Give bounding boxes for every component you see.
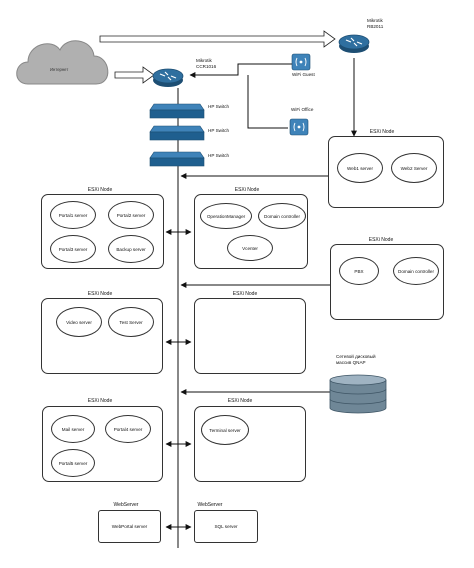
esxi-node: Video server Test Server (41, 298, 163, 374)
link-wifi-office (247, 75, 288, 129)
wifi-access-point-icon (291, 53, 311, 71)
webserver-app: WebPortal server (111, 524, 148, 529)
vm-ellipse: Portal1 server (50, 201, 96, 229)
node-title: ESXi Node (87, 187, 113, 193)
vm-ellipse: PBX (339, 257, 379, 285)
switch-icon (149, 125, 205, 141)
vm-ellipse: Portal5 server (51, 449, 95, 477)
router-rb-model: Mikrotik (367, 18, 383, 23)
switch-label: HP Switch (208, 153, 230, 158)
vm-ellipse: Backup server (108, 235, 154, 263)
node-title: ESXi Node (369, 129, 395, 135)
switch-icon (149, 151, 205, 167)
storage-label-line2: массив QNAP (336, 360, 366, 365)
webserver-title: WebServer (197, 502, 223, 508)
esxi-node: OperationManager Domain controller Vcent… (194, 194, 308, 269)
node-title: ESXi Node (234, 187, 260, 193)
vm-ellipse: Test Server (108, 307, 154, 337)
vm-ellipse: Portal4 server (105, 415, 151, 443)
storage-label-line1: Сетевой дисковый (336, 354, 376, 359)
webserver-app: SQL server (214, 524, 238, 529)
esxi-node: Web1 server Web2 Server (328, 136, 444, 208)
vm-ellipse: Domain controller (393, 257, 439, 285)
storage-array-icon (329, 374, 387, 414)
wifi-access-point-icon (289, 118, 309, 136)
node-title: ESXi Node (87, 291, 113, 297)
router-icon (338, 34, 370, 53)
webserver-box: SQL server (194, 510, 258, 543)
vm-ellipse: Portal3 server (50, 235, 96, 263)
router-icon (152, 68, 184, 87)
internet-to-ccr-arrow (114, 66, 155, 84)
vm-ellipse: Terminal server (201, 415, 249, 445)
node-title: ESXi Node (368, 237, 394, 243)
router-rb-name: RB2011 (367, 24, 384, 29)
vm-ellipse: Portal2 server (108, 201, 154, 229)
node-title: ESXi Node (232, 291, 258, 297)
esxi-node (194, 298, 306, 374)
wifi-guest-label: WiFi Guest (292, 72, 315, 77)
link-wifi-guest (189, 63, 292, 78)
vm-ellipse: Video server (56, 307, 102, 337)
esxi-node: PBX Domain controller (330, 244, 444, 320)
vm-ellipse: Vcenter (227, 235, 273, 261)
cloud-icon (16, 40, 109, 85)
vm-ellipse: Web2 Server (391, 153, 437, 183)
internet-label: Интернет (50, 67, 69, 72)
node-title: ESXi Node (227, 398, 253, 404)
vm-ellipse: Mail server (51, 415, 95, 443)
esxi-node: Portal1 server Portal2 server Portal3 se… (41, 194, 164, 269)
switch-icon (149, 103, 205, 119)
internet-to-rb-arrow (99, 30, 336, 48)
vm-ellipse: OperationManager (200, 203, 252, 229)
node-title: ESXi Node (87, 398, 113, 404)
webserver-box: WebPortal server (98, 510, 161, 543)
esxi-node: Mail server Portal4 server Portal5 serve… (42, 406, 163, 482)
webserver-title: WebServer (113, 502, 139, 508)
router-ccr-model: Mikrotik (196, 58, 212, 63)
switch-label: HP Switch (208, 128, 230, 133)
switch-label: HP Switch (208, 104, 230, 109)
esxi-node: Terminal server (194, 406, 306, 482)
vm-ellipse: Domain controller (258, 203, 306, 229)
vm-ellipse: Web1 server (337, 153, 383, 183)
wifi-office-label: WiFi Office (291, 107, 314, 112)
router-ccr-name: CCR1016 (196, 64, 217, 69)
